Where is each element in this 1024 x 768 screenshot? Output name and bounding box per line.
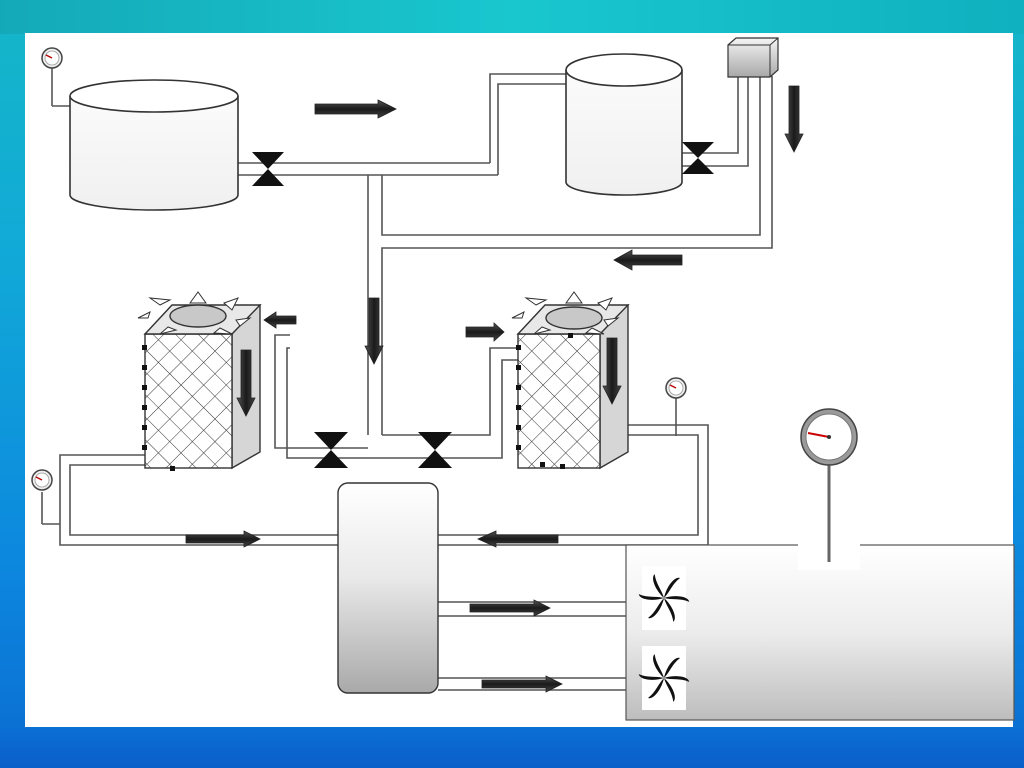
storage-tank-right: [565, 53, 683, 196]
top-band: [0, 0, 1024, 34]
bottom-band: [0, 728, 1024, 768]
control-box: [727, 37, 779, 78]
fan-icon: [638, 646, 690, 710]
heat-exchanger: [337, 482, 439, 694]
pressure-gauge-icon: [41, 47, 63, 69]
flow-arrow-down: [602, 337, 622, 405]
valve-2: [682, 142, 714, 174]
fan-icon: [638, 566, 690, 630]
pressure-gauge-icon: [665, 377, 687, 399]
flow-arrow-right: [469, 599, 551, 617]
flow-arrow-left: [613, 249, 683, 271]
flow-arrow-right: [481, 675, 563, 693]
flow-arrow-right: [314, 99, 397, 119]
flow-arrow-left: [477, 530, 559, 548]
pressure-gauge-icon: [31, 469, 53, 491]
storage-tank-left: [69, 79, 239, 211]
cooled-enclosure: [625, 530, 1015, 721]
flow-arrow-right: [465, 322, 505, 342]
pipes: [41, 68, 773, 691]
valves: [252, 142, 714, 468]
thermometer-icon: [800, 408, 858, 562]
flow-arrows: [185, 85, 804, 693]
flow-arrow-right: [185, 530, 261, 548]
flow-arrow-down: [784, 85, 804, 153]
valve-1: [252, 152, 284, 186]
flow-arrow-down: [364, 297, 384, 365]
flow-arrow-down: [236, 349, 256, 417]
flow-arrow-left: [263, 311, 297, 329]
valve-4: [418, 432, 452, 468]
valve-3: [314, 432, 348, 468]
